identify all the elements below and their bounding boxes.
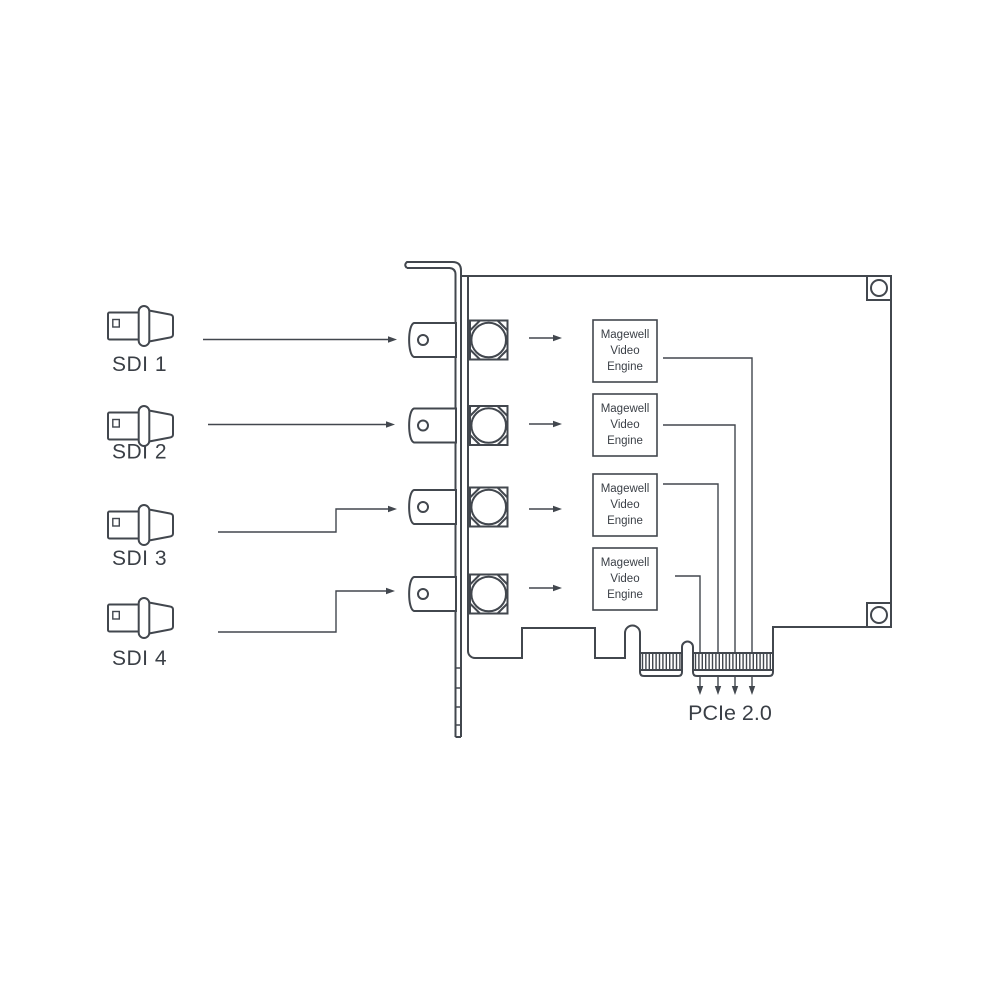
engine-box-4: Magewell Video Engine — [592, 547, 658, 611]
screw-hole-circle — [870, 606, 888, 624]
engine-label: Video — [610, 499, 639, 511]
bnc-port-row — [408, 319, 509, 361]
pcie-finger-rim-long — [692, 669, 774, 677]
engine-label: Magewell — [601, 403, 650, 415]
engine-box-3: Magewell Video Engine — [592, 473, 658, 537]
trace-engine2 — [663, 424, 736, 653]
bnc-port-ring — [470, 488, 508, 526]
arrow-line-sdi4 — [218, 590, 386, 633]
plug-tip — [148, 601, 174, 635]
arrowhead-icon — [731, 686, 739, 695]
arrowhead-icon — [386, 587, 395, 595]
bnc-jack-pin — [417, 334, 429, 346]
engine-box-outline — [592, 547, 658, 611]
bnc-jack-pin — [417, 419, 429, 432]
bnc-ports — [408, 319, 509, 615]
plug-hole — [112, 418, 121, 428]
trace-engine1 — [663, 357, 753, 653]
plug-tip — [148, 508, 174, 542]
trace-engine3 — [663, 483, 719, 653]
bnc-port-chamfers — [469, 319, 509, 361]
arrowhead-icon — [696, 686, 704, 695]
engine-box-1: Magewell Video Engine — [592, 319, 658, 383]
engine-label: Engine — [607, 435, 643, 447]
bnc-port-ring — [470, 407, 508, 444]
plug-ring — [137, 597, 151, 639]
plug-hole — [112, 318, 121, 328]
arrowhead-icon — [553, 420, 562, 428]
mounting-hole-top-right — [866, 275, 892, 301]
engine-label: Video — [610, 345, 639, 357]
sdi-plug-icon — [107, 504, 174, 546]
bnc-jack-icon — [408, 407, 457, 444]
bnc-port-row — [408, 486, 509, 528]
bnc-to-engine-arrows — [529, 334, 562, 592]
engine-label: Engine — [607, 361, 643, 373]
engine-box-2: Magewell Video Engine — [592, 393, 658, 457]
bus-arrow-line — [699, 677, 753, 686]
bnc-jack-icon — [408, 489, 457, 525]
plug-tip — [148, 409, 174, 443]
sdi-label-1: SDI 1 — [112, 353, 167, 376]
engine-to-bus-traces — [663, 357, 753, 653]
screw-hole-circle — [870, 279, 888, 297]
bnc-jack-pin — [417, 501, 429, 513]
arrowhead-icon — [386, 421, 395, 428]
bnc-port-ring — [470, 575, 508, 613]
bracket-ticks — [455, 667, 461, 726]
bnc-port-chamfers — [469, 486, 509, 528]
card-outline — [461, 275, 892, 659]
sdi-sources: SDI 1 SDI 2 SDI 3 SDI 4 — [107, 305, 174, 670]
plug-hole — [112, 517, 121, 527]
pcie-bus-label: PCIe 2.0 — [688, 701, 772, 725]
sdi-label-3: SDI 3 — [112, 547, 167, 570]
engine-box-outline — [592, 393, 658, 457]
sdi-label-4: SDI 4 — [112, 647, 167, 670]
pcie-finger-rim-short — [639, 669, 683, 677]
arrowhead-icon — [553, 505, 562, 513]
engine-label: Video — [610, 419, 639, 431]
engine-label: Engine — [607, 515, 643, 527]
bnc-port-row — [408, 405, 509, 446]
arrowhead-icon — [388, 336, 397, 343]
plug-hole — [112, 610, 121, 620]
pcie-fingers-hatch — [641, 654, 771, 670]
bnc-port-ring — [470, 321, 508, 359]
arrowhead-icon — [748, 686, 756, 695]
engine-label: Video — [610, 573, 639, 585]
engine-label: Magewell — [601, 483, 650, 495]
arrowhead-icon — [553, 584, 562, 592]
sdi-label-2: SDI 2 — [112, 441, 167, 464]
sdi-plug-icon — [107, 305, 174, 347]
bnc-jack-pin — [417, 588, 429, 600]
arrow-line-sdi3 — [218, 508, 388, 533]
sdi-plug-icon — [107, 597, 174, 639]
plug-ring — [137, 405, 151, 447]
pci-bracket — [404, 261, 462, 738]
sdi-input-arrows — [203, 336, 397, 633]
bnc-port-row — [408, 573, 509, 615]
plug-tip — [148, 309, 174, 343]
bnc-port-chamfers — [469, 405, 509, 446]
bnc-jack-icon — [408, 322, 457, 358]
sdi-plug-icon — [107, 405, 174, 447]
arrowhead-icon — [388, 505, 397, 513]
engine-label: Engine — [607, 589, 643, 601]
mounting-hole-bottom-right — [866, 602, 892, 628]
pcie-edge-connector — [639, 652, 774, 677]
engine-label: Magewell — [601, 557, 650, 569]
bracket-top-tab — [404, 261, 462, 738]
arrowhead-icon — [553, 334, 562, 342]
plug-ring — [137, 504, 151, 546]
pcie-bus-arrows — [696, 677, 756, 695]
engine-label: Magewell — [601, 329, 650, 341]
trace-engine4 — [675, 575, 701, 653]
engine-box-outline — [592, 473, 658, 537]
bnc-port-chamfers — [469, 573, 509, 615]
bnc-jack-icon — [408, 576, 457, 612]
engine-box-outline — [592, 319, 658, 383]
plug-ring — [137, 305, 151, 347]
arrowhead-icon — [714, 686, 722, 695]
